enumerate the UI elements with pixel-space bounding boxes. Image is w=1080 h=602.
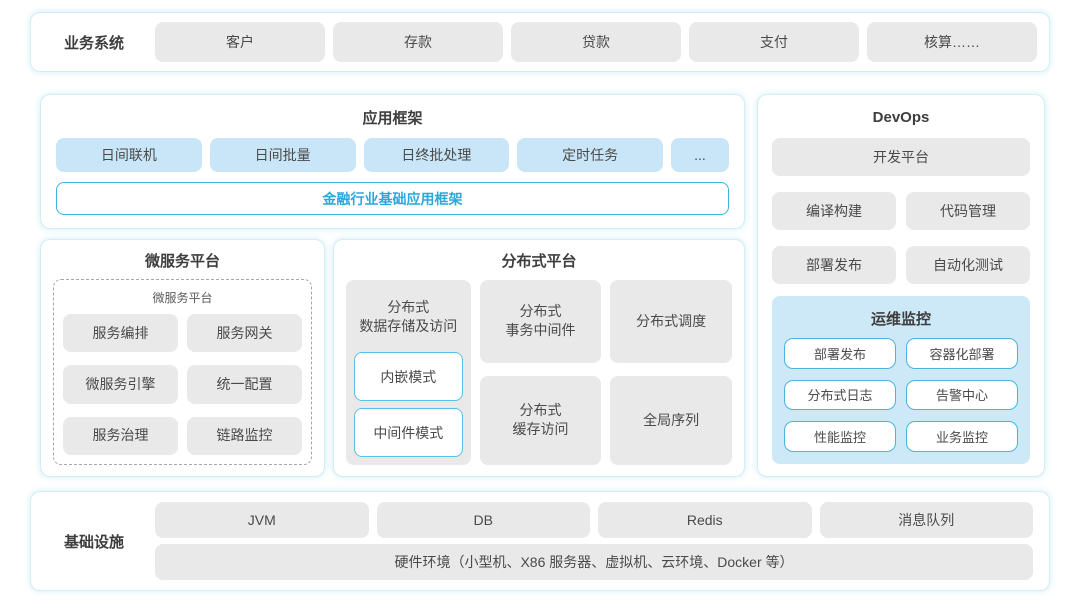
distributed-data-storage-title: 分布式 数据存储及访问 [359, 298, 458, 334]
microservice-box-engine: 微服务引擎 [63, 365, 178, 404]
ops-chip-deploy-release: 部署发布 [784, 338, 896, 369]
platforms-row: 微服务平台 微服务平台 服务编排 服务网关 微服务引擎 统一配置 服务治理 链路… [40, 239, 745, 477]
middleware-mode-box: 中间件模式 [354, 408, 463, 457]
devops-row-2: 部署发布 自动化测试 [772, 246, 1030, 284]
microservice-box-unified-config: 统一配置 [187, 365, 302, 404]
distributed-platform-panel: 分布式平台 分布式 数据存储及访问 内嵌模式 中间件模式 分布式 事务中间件 分… [333, 239, 745, 477]
middle-left-column: 应用框架 日间联机 日间批量 日终批处理 定时任务 ... 金融行业基础应用框架… [40, 94, 745, 477]
devops-panel: DevOps 开发平台 编译构建 代码管理 部署发布 自动化测试 运维监控 部署… [757, 94, 1045, 477]
ops-chip-distributed-log: 分布式日志 [784, 379, 896, 411]
microservice-platform-title: 微服务平台 [144, 253, 220, 270]
app-framework-title: 应用框架 [362, 110, 423, 127]
infra-box-db: DB [376, 502, 590, 538]
infra-box-jvm: JVM [155, 502, 369, 538]
business-system-box-customer: 客户 [155, 22, 325, 62]
ops-monitoring-grid: 部署发布 容器化部署 分布式日志 告警中心 性能监控 业务监控 [784, 338, 1018, 452]
business-system-box-deposit: 存款 [333, 22, 503, 62]
infrastructure-label: 基础设施 [63, 533, 124, 551]
ops-monitoring-panel: 运维监控 部署发布 容器化部署 分布式日志 告警中心 性能监控 业务监控 [772, 296, 1030, 464]
microservice-box-gateway: 服务网关 [187, 314, 302, 353]
business-systems-panel: 业务系统 客户 存款 贷款 支付 核算…… [30, 12, 1050, 72]
app-framework-row: 日间联机 日间批量 日终批处理 定时任务 ... [56, 138, 729, 172]
hardware-environment-bar: 硬件环境（小型机、X86 服务器、虚拟机、云环境、Docker 等） [155, 544, 1033, 580]
distributed-middle-column: 分布式 事务中间件 分布式 缓存访问 [479, 280, 602, 465]
embedded-mode-box: 内嵌模式 [354, 352, 463, 401]
microservice-platform-panel: 微服务平台 微服务平台 服务编排 服务网关 微服务引擎 统一配置 服务治理 链路… [40, 239, 325, 477]
ops-chip-alert-center: 告警中心 [906, 379, 1018, 411]
distributed-cache-box: 分布式 缓存访问 [479, 375, 602, 465]
business-system-box-loan: 贷款 [511, 22, 681, 62]
app-framework-box-daytime-batch: 日间批量 [209, 138, 356, 172]
code-management-box: 代码管理 [906, 192, 1030, 230]
infrastructure-row: JVM DB Redis 消息队列 [155, 502, 1033, 538]
infra-box-message-queue: 消息队列 [819, 502, 1033, 538]
ops-monitoring-title: 运维监控 [870, 311, 931, 328]
business-system-box-payment: 支付 [689, 22, 859, 62]
ops-chip-performance-monitor: 性能监控 [784, 421, 896, 452]
app-framework-panel: 应用框架 日间联机 日间批量 日终批处理 定时任务 ... 金融行业基础应用框架 [40, 94, 745, 229]
distributed-grid: 分布式 数据存储及访问 内嵌模式 中间件模式 分布式 事务中间件 分布式 缓存访… [346, 280, 732, 465]
infra-box-redis: Redis [598, 502, 812, 538]
distributed-data-storage-box: 分布式 数据存储及访问 内嵌模式 中间件模式 [346, 280, 471, 465]
business-system-box-accounting: 核算…… [867, 22, 1037, 62]
microservice-box-governance: 服务治理 [63, 416, 178, 455]
distributed-platform-title: 分布式平台 [501, 253, 577, 270]
microservice-inner-title: 微服务平台 [152, 291, 213, 305]
build-box: 编译构建 [772, 192, 896, 230]
app-framework-box-scheduled-task: 定时任务 [517, 138, 663, 172]
middle-zone: 应用框架 日间联机 日间批量 日终批处理 定时任务 ... 金融行业基础应用框架… [40, 94, 1045, 477]
financial-base-framework-bar: 金融行业基础应用框架 [56, 182, 729, 215]
deploy-release-box: 部署发布 [772, 246, 896, 284]
microservice-grid: 服务编排 服务网关 微服务引擎 统一配置 服务治理 链路监控 [63, 314, 302, 455]
automated-testing-box: 自动化测试 [906, 246, 1030, 284]
dev-platform-box: 开发平台 [772, 138, 1030, 176]
app-framework-box-eod-batch: 日终批处理 [363, 138, 510, 172]
ops-chip-business-monitor: 业务监控 [906, 421, 1018, 452]
distributed-scheduling-box: 分布式调度 [610, 280, 732, 363]
ops-chip-containerized-deploy: 容器化部署 [906, 338, 1018, 369]
microservice-box-orchestration: 服务编排 [63, 314, 178, 353]
distributed-transaction-box: 分布式 事务中间件 [479, 280, 602, 363]
infrastructure-panel: 基础设施 JVM DB Redis 消息队列 硬件环境（小型机、X86 服务器、… [30, 491, 1050, 591]
app-framework-box-more: ... [671, 138, 729, 172]
business-systems-label: 业务系统 [63, 34, 124, 52]
microservice-inner-box: 微服务平台 服务编排 服务网关 微服务引擎 统一配置 服务治理 链路监控 [53, 279, 312, 465]
microservice-box-trace-monitor: 链路监控 [187, 416, 302, 455]
devops-row-1: 编译构建 代码管理 [772, 192, 1030, 230]
global-sequence-box: 全局序列 [610, 375, 732, 465]
infrastructure-items: JVM DB Redis 消息队列 硬件环境（小型机、X86 服务器、虚拟机、云… [155, 502, 1033, 580]
business-systems-items: 客户 存款 贷款 支付 核算…… [155, 22, 1037, 62]
app-framework-box-daytime-online: 日间联机 [56, 138, 202, 172]
distributed-right-column: 分布式调度 全局序列 [610, 280, 732, 465]
devops-title: DevOps [872, 109, 930, 126]
